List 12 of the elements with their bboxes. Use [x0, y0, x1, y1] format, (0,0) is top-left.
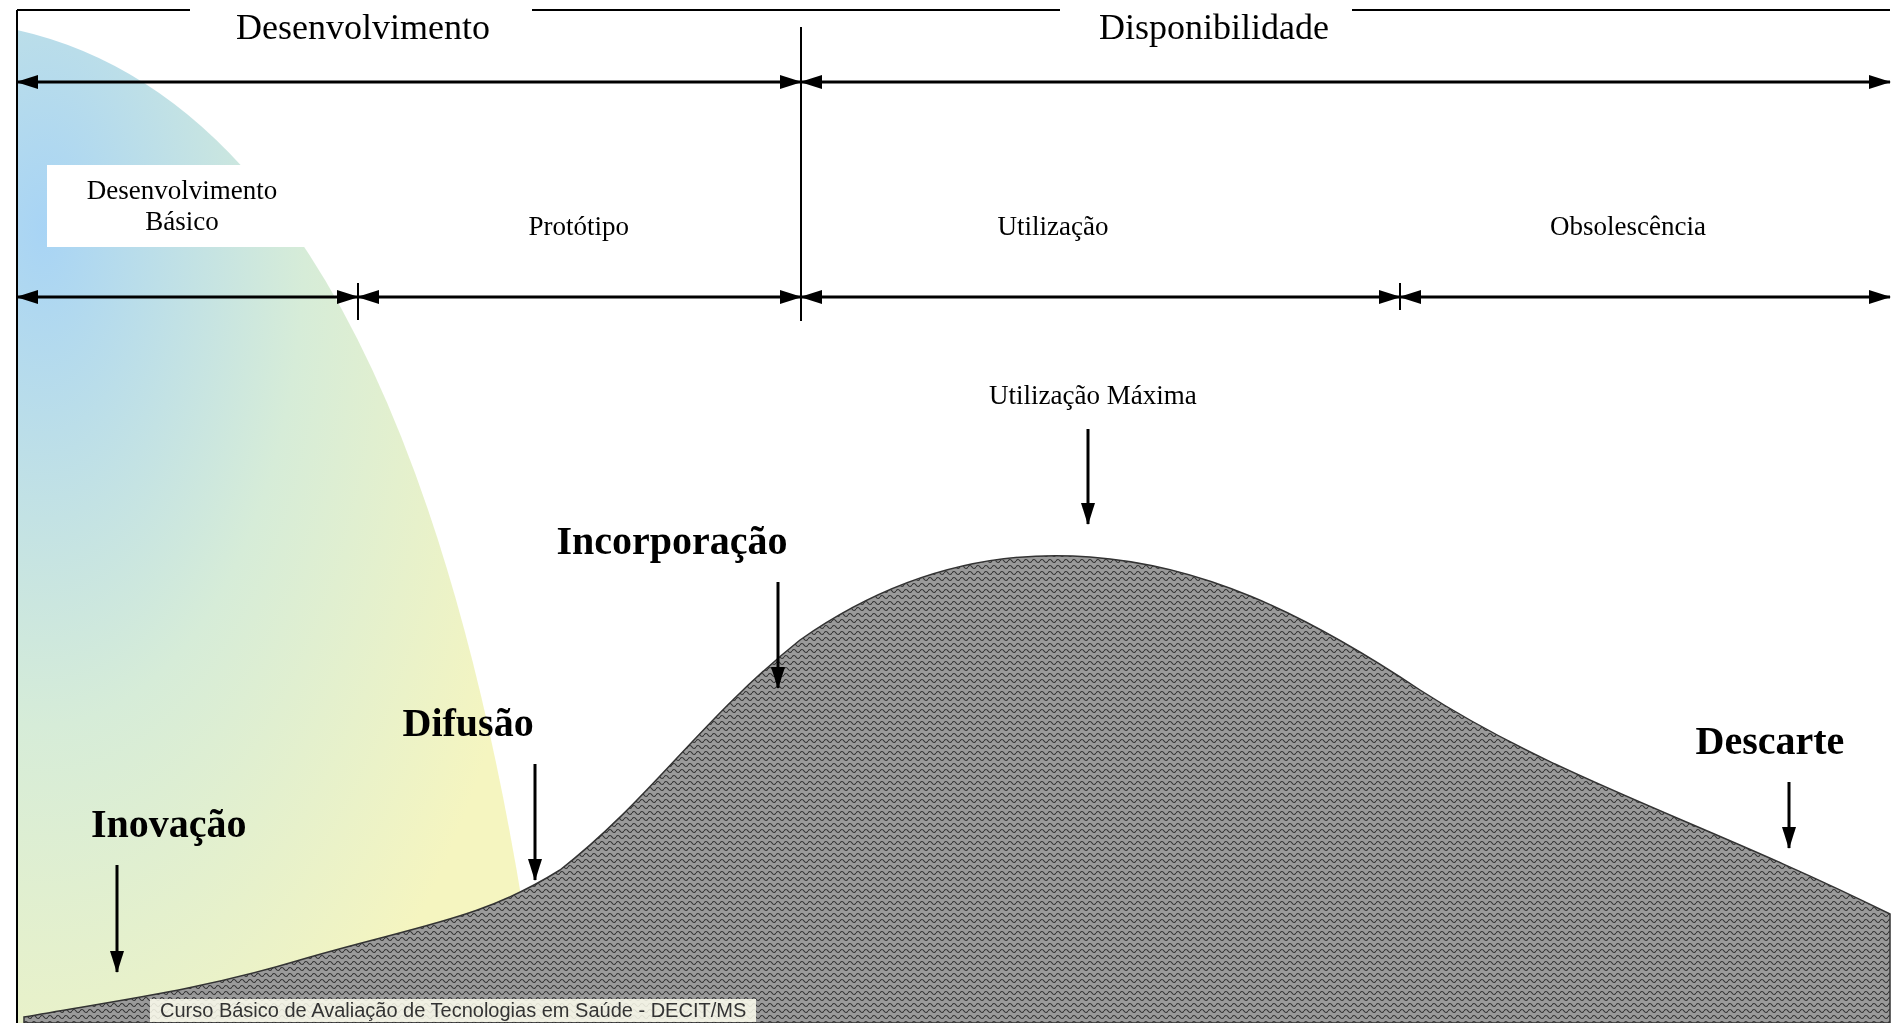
leader-arrow [771, 582, 785, 689]
stage-label: Inovação [83, 796, 255, 851]
stage-label: Incorporação [548, 513, 796, 568]
section-heading: Desenvolvimento [235, 6, 491, 48]
stage-label: Descarte [1687, 713, 1853, 768]
leader-arrow [110, 865, 124, 973]
leader-arrow [528, 764, 542, 881]
stage-label: Difusão [394, 695, 542, 750]
section-heading: Disponibilidade [1098, 6, 1330, 48]
leader-arrow [1081, 429, 1095, 525]
leader-arrow [1782, 782, 1796, 849]
source-note: Curso Básico de Avaliação de Tecnologias em Saúde - DECIT/MS [150, 998, 757, 1022]
